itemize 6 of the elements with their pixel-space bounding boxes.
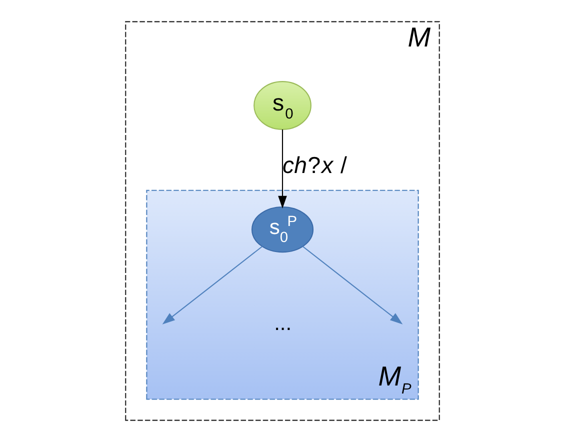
edge-label: ch?x / <box>282 152 347 178</box>
label: ... <box>274 311 292 334</box>
arrow <box>278 128 287 208</box>
arrow <box>162 245 263 324</box>
node-ellipse: s$_{0}$ <box>254 80 312 130</box>
arrow <box>302 245 403 324</box>
